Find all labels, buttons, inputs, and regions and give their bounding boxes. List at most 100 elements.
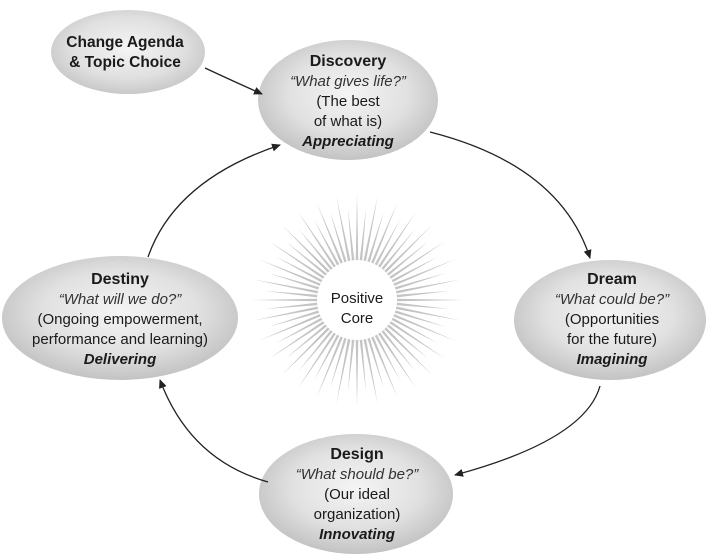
starburst-ray [371,329,401,382]
starburst-ray [368,202,398,270]
starburst-ray [386,314,439,344]
dream-verb: Imagining [576,351,648,368]
starburst-ray [336,196,352,267]
discovery-ellipse [258,40,438,160]
starburst-ray [268,308,325,327]
destiny-description: (Ongoing empowerment, performance and le… [32,311,208,348]
starburst-ray [275,256,328,286]
starburst-ray [259,311,327,341]
starburst-ray [374,327,416,389]
starburst-ray [298,325,337,372]
dream-ellipse [514,260,706,380]
starburst-ray [275,314,328,344]
arrow-destiny-to-discovery [147,143,281,258]
starburst-ray [265,301,324,310]
destiny-verb: Delivering [83,351,157,368]
destiny-ellipse [2,256,238,380]
starburst-ray [389,308,446,327]
discovery-verb: Appreciating [302,133,394,150]
design-title: Design [330,446,384,463]
starburst-ray [347,333,356,392]
starburst-ray [390,279,461,295]
starburst-ray [268,273,325,292]
change-agenda-label: Change Agenda & Topic Choice [53,33,197,73]
dream-title: Dream [587,271,637,288]
starburst-ray [390,305,461,321]
design-question: “What should be?” [295,466,419,483]
starburst-ray [253,305,324,321]
starburst-ray [282,225,334,277]
starburst-ray [387,259,455,289]
starburst-ray [253,279,324,295]
discovery-title: Discovery [309,53,387,70]
discovery-node: Discovery “What gives life?” (The best o… [290,52,406,152]
discovery-description: (The best of what is) [313,93,383,130]
discovery-question: “What gives life?” [290,73,406,90]
starburst-ray [355,194,359,267]
positive-core-starburst [251,194,463,406]
starburst-ray [313,329,343,382]
starburst-ray [377,325,416,372]
starburst-ray [382,241,429,280]
starburst-ray [282,323,334,375]
starburst-ray [355,333,359,406]
design-verb: Innovating [319,526,395,543]
destiny-question: “What will we do?” [58,291,182,308]
starburst-ray [365,211,384,268]
starburst-ray [380,225,432,277]
starburst-ray [368,330,398,398]
dream-description: (Opportunities for the future) [564,311,660,348]
starburst-ray [362,333,378,404]
starburst-ray [298,228,337,275]
starburst-ray [380,323,432,375]
starburst-ray [285,241,332,280]
starburst-ray [382,320,429,359]
starburst-ray [358,333,367,392]
design-node: Design “What should be?” (Our ideal orga… [296,445,419,545]
dream-node: Dream “What could be?” (Opportunities fo… [555,270,669,370]
starburst-ray [336,333,352,404]
starburst-ray [285,320,332,359]
starburst-center [317,260,397,340]
destiny-node: Destiny “What will we do?” (Ongoing empo… [32,270,208,370]
starburst-ray [251,298,324,302]
starburst-ray [371,218,401,271]
agenda-ellipse [51,10,205,94]
agenda-line-2: & Topic Choice [69,54,181,71]
starburst-ray [377,228,416,275]
starburst-ray [387,311,455,341]
starburst-ray [330,332,349,389]
design-description: (Our ideal organization) [313,486,401,523]
starburst-ray [316,330,346,398]
starburst-ray [390,301,449,310]
starburst-ray [384,241,446,283]
starburst-ray [389,273,446,292]
starburst-ray [268,241,330,283]
arrow-agenda-to-discovery [204,67,263,95]
starburst-ray [330,211,349,268]
arrow-dream-to-design [454,385,601,477]
dream-question: “What could be?” [554,291,670,308]
agenda-line-1: Change Agenda [66,34,184,51]
core-line-2: Core [340,310,374,327]
starburst-ray [386,256,439,286]
destiny-title: Destiny [91,271,149,288]
starburst-ray [365,332,384,389]
starburst-ray [259,259,327,289]
design-ellipse [259,434,453,554]
starburst-ray [390,290,449,299]
starburst-ray [347,208,356,267]
starburst-ray [298,211,340,273]
arrow-design-to-destiny [159,379,269,483]
starburst-ray [265,290,324,299]
starburst-ray [268,317,330,359]
starburst-ray [298,327,340,389]
starburst-ray [313,218,343,271]
starburst-ray [374,211,416,273]
starburst-ray [384,317,446,359]
starburst-ray [362,196,378,267]
starburst-ray [358,208,367,267]
arrow-discovery-to-dream [429,131,592,259]
starburst-ray [316,202,346,270]
